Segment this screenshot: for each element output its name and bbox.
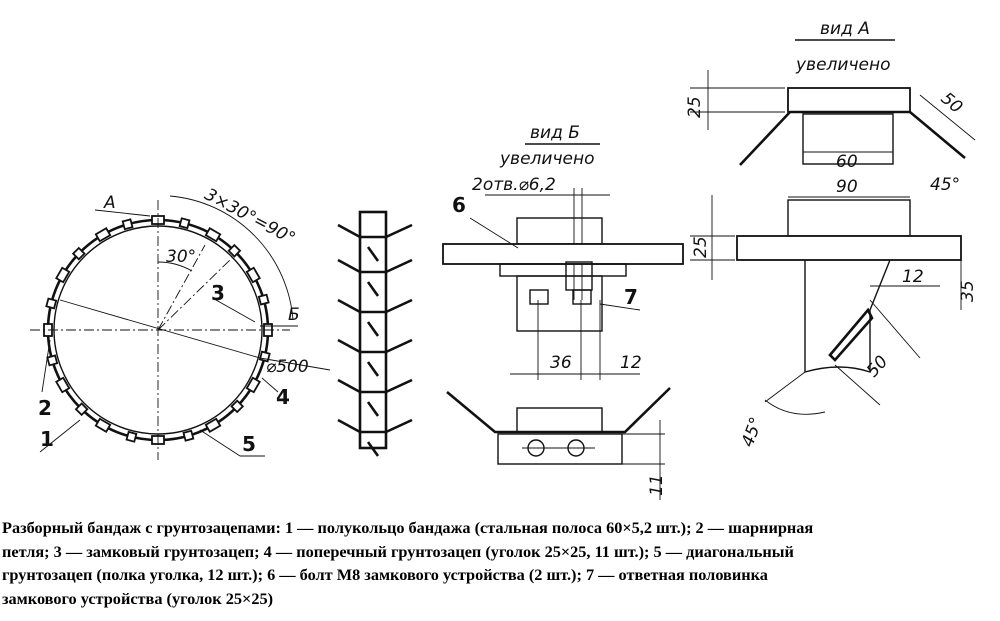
grouser-lug xyxy=(46,354,59,367)
callout-1: 1 xyxy=(40,427,54,451)
grouser-chevron xyxy=(337,298,413,314)
grouser-lug xyxy=(74,402,89,417)
grouser-lug xyxy=(125,430,138,443)
grouser-chevron xyxy=(337,258,413,274)
caption-line: Разборный бандаж с грунтозацепами: 1 — п… xyxy=(2,518,814,537)
grouser-chevron xyxy=(337,378,413,394)
grouser-chevron xyxy=(337,418,413,434)
grouser-lug xyxy=(245,376,261,394)
dim-11: 11 xyxy=(647,474,667,496)
view-a-subtitle: увеличено xyxy=(795,55,890,75)
angle-45-bottom: 45° xyxy=(738,415,767,450)
dim-35: 35 xyxy=(958,280,978,302)
grouser-lug xyxy=(55,376,71,394)
diagonal-grouser xyxy=(366,401,380,417)
callout-6: 6 xyxy=(452,193,466,217)
view-a-title: вид А xyxy=(820,19,870,39)
caption-line: петля; 3 — замковый грунтозацеп; 4 — поп… xyxy=(2,541,794,561)
dim-50-top: 50 xyxy=(937,89,966,118)
view-a: вид А увеличено 25 50 60 45° 90 25 12 35… xyxy=(685,19,978,450)
grouser-lug xyxy=(178,217,191,230)
view-b-subtitle: увеличено xyxy=(499,149,594,169)
callout-7: 7 xyxy=(624,285,638,309)
dim-60: 60 xyxy=(836,152,858,172)
grouser-lug xyxy=(230,399,245,414)
callout-5: 5 xyxy=(242,432,256,456)
dim-12-a: 12 xyxy=(902,267,924,287)
grouser-lug xyxy=(94,227,112,243)
ring-lugs xyxy=(43,215,273,445)
dim-90: 90 xyxy=(836,177,858,197)
holes-label: 2отв.⌀6,2 xyxy=(472,175,556,195)
ring-view: А 3×30°=90° 30° Б ⌀500 1 2 3 4 5 xyxy=(30,185,331,460)
grouser-lug xyxy=(204,417,222,433)
caption-line: грунтозацеп (полка уголка, 12 шт.); 6 — … xyxy=(2,565,768,584)
grouser-lug xyxy=(182,429,195,442)
dim-25-top: 25 xyxy=(685,96,705,118)
dim-50-bottom: 50 xyxy=(863,352,892,381)
diagonal-grouser xyxy=(366,246,380,262)
view-b-title: вид Б xyxy=(530,123,580,143)
dim-36: 36 xyxy=(550,353,572,373)
caption-line: замкового устройства (уголок 25×25) xyxy=(2,588,274,608)
figure-caption: Разборный бандаж с грунтозацепами: 1 — п… xyxy=(2,516,998,610)
diameter-label: ⌀500 xyxy=(266,357,309,377)
technical-drawing: А 3×30°=90° 30° Б ⌀500 1 2 3 4 5 вид Б у… xyxy=(30,19,978,500)
view-marker-a: А xyxy=(103,193,116,213)
grouser-lug xyxy=(245,266,261,284)
view-marker-b: Б xyxy=(288,305,300,325)
dim-25-mid: 25 xyxy=(691,236,711,258)
grouser-lug xyxy=(55,266,71,284)
grouser-lug xyxy=(257,293,270,306)
callout-3: 3 xyxy=(211,281,225,305)
grouser-lug xyxy=(204,227,222,243)
grouser-chevron xyxy=(337,338,413,354)
diagonal-grouser xyxy=(366,281,380,297)
callout-2: 2 xyxy=(38,396,52,420)
side-view xyxy=(337,210,413,457)
angle-45-top: 45° xyxy=(930,175,960,195)
grouser-lug xyxy=(71,246,86,261)
view-b: вид Б увеличено 2отв.⌀6,2 6 7 36 12 11 xyxy=(442,123,684,500)
diagonal-grouser xyxy=(366,441,380,457)
diagonal-grouser xyxy=(366,361,380,377)
diagonal-grouser xyxy=(366,321,380,337)
grouser-chevron xyxy=(337,223,413,239)
grouser-lug xyxy=(94,417,112,433)
angle-single-label: 30° xyxy=(166,247,196,267)
grouser-lug xyxy=(121,218,134,231)
grouser-lug xyxy=(45,297,58,310)
callout-4: 4 xyxy=(276,385,290,409)
grouser-lug xyxy=(227,243,242,258)
dim-12: 12 xyxy=(620,353,642,373)
